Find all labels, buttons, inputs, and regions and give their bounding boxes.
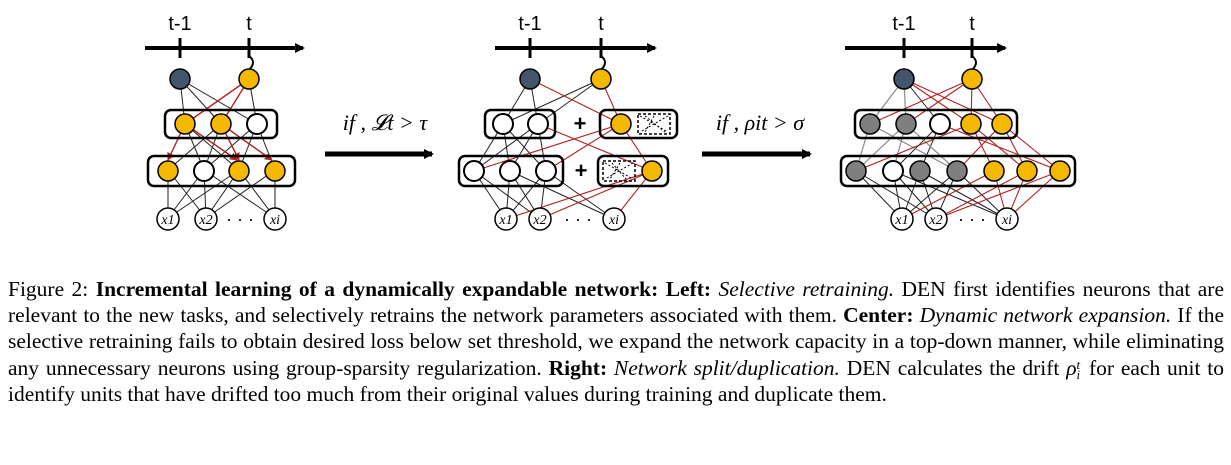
input-label-xi: xi	[269, 213, 280, 228]
plus-sign: +	[574, 111, 587, 136]
caption-center-text: If the selective retraining fails to obt…	[8, 303, 1224, 380]
caption-right-italic: Network split/duplication.	[613, 355, 840, 380]
caption-right-text-b: for each unit to identify units that hav…	[8, 355, 1224, 406]
input-label-x2: x2	[928, 213, 942, 228]
ellipsis: · · ·	[564, 209, 592, 229]
right-panel: t-1 t	[839, 13, 1077, 231]
left-panel: t-1 t	[145, 13, 305, 231]
time-label-cur: t	[598, 13, 604, 35]
caption-center-italic: Dynamic network expansion.	[919, 303, 1172, 328]
caption-right-label: Right:	[548, 355, 614, 380]
center-panel: t-1 t + +	[457, 13, 679, 231]
input-label-x1: x1	[160, 213, 174, 228]
time-label-cur: t	[246, 13, 252, 35]
condition-loss: if , 𝓛t > τ	[343, 110, 429, 135]
caption-center-label: Center:	[843, 303, 920, 328]
condition-drift: if , ρit > σ	[716, 110, 805, 135]
ellipsis: · · ·	[226, 209, 254, 229]
time-label-prev: t-1	[168, 13, 191, 35]
caption-prefix: Figure 2:	[8, 277, 96, 301]
time-label-cur: t	[969, 13, 975, 35]
caption-left-text: DEN first identifies neurons that are re…	[8, 277, 1225, 328]
ellipsis: · · ·	[958, 209, 986, 229]
time-label-prev: t-1	[518, 13, 541, 35]
input-label-x1: x1	[894, 213, 908, 228]
time-label-prev: t-1	[892, 13, 915, 35]
input-label-x2: x2	[198, 213, 212, 228]
transition-2: if , ρit > σ	[702, 110, 812, 159]
figure-caption: Figure 2: Incremental learning of a dyna…	[8, 276, 1224, 407]
input-label-xi: xi	[608, 213, 619, 228]
rho-superscript: t	[1076, 356, 1081, 372]
caption-right-text-a: DEN calculates the drift	[839, 355, 1067, 380]
plus-sign: +	[575, 158, 588, 183]
rho-subscript: i	[1076, 366, 1081, 382]
caption-title: Incremental learning of a dynamically ex…	[95, 277, 666, 301]
input-label-x1: x1	[498, 213, 512, 228]
figure-diagram: t-1 t	[145, 13, 1077, 231]
caption-left-italic: Selective retraining.	[718, 277, 895, 301]
transition-1: if , 𝓛t > τ	[325, 110, 434, 159]
input-label-x2: x2	[532, 213, 546, 228]
input-label-xi: xi	[1001, 213, 1012, 228]
rho-symbol: ρ	[1066, 355, 1077, 380]
caption-left-label: Left:	[665, 277, 719, 301]
